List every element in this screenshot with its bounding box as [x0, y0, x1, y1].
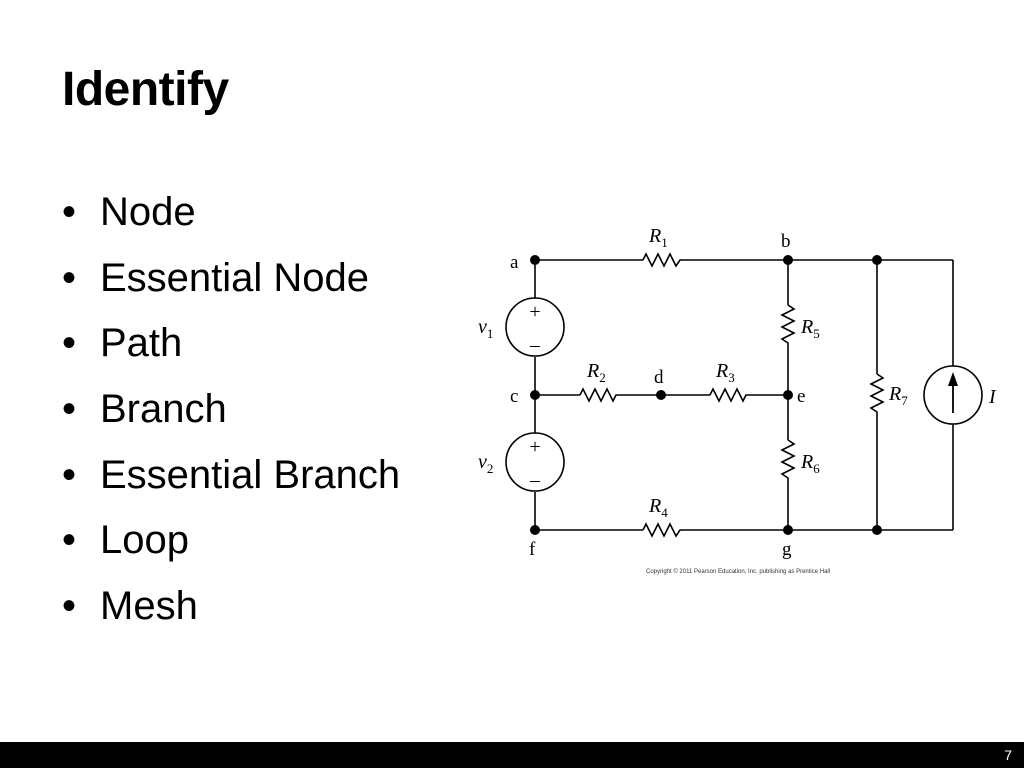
v1-base: v [478, 316, 487, 338]
node-label-a: a [510, 252, 519, 273]
bullet-text: Essential Branch [100, 452, 401, 497]
r1-base: R [648, 225, 661, 247]
node-label-e: e [797, 386, 805, 407]
footer-bar: 7 [0, 742, 1024, 768]
node-f-dot [530, 525, 540, 535]
v2-minus-sign: – [529, 469, 541, 491]
bullet-text: Path [100, 321, 183, 366]
bullet-text: Loop [100, 518, 189, 563]
r5-subscript: 5 [813, 326, 820, 341]
copyright-notice: Copyright © 2011 Pearson Education, Inc.… [646, 569, 831, 575]
node-label-c: c [510, 386, 518, 407]
bullet-dot: • [62, 452, 77, 497]
v1-plus-sign: + [529, 301, 540, 323]
bullet-list: • Node • Essential Node • Path • Branch • Ess… [62, 192, 400, 652]
label-r7: R7 [888, 383, 908, 408]
r6-subscript: 6 [813, 461, 820, 476]
r3-base: R [715, 360, 728, 382]
label-r1: R1 [648, 225, 668, 250]
bullet-item: • Loop [62, 520, 400, 586]
bullet-dot: • [62, 321, 77, 366]
bullet-text: Branch [100, 387, 227, 432]
bullet-item: • Path [62, 323, 400, 389]
resistor-r2-zigzag [579, 387, 618, 403]
bullet-text: Node [100, 190, 196, 234]
r7-subscript: 7 [901, 393, 908, 408]
label-r4: R4 [648, 495, 668, 520]
node-e-dot [783, 390, 793, 400]
circuit-diagram: + – + – a b c d e f g R1 R2 R3 R4 R5 R6 … [478, 225, 997, 560]
bullet-item: • Branch [62, 389, 400, 455]
label-current-i: I [988, 386, 997, 408]
v1-subscript: 1 [487, 326, 494, 341]
node-label-f: f [529, 539, 536, 560]
slide-title: Identify [62, 63, 229, 116]
label-r2: R2 [586, 360, 606, 385]
label-r6: R6 [800, 451, 820, 476]
junction-bottom-dot [872, 525, 882, 535]
bullet-text: Mesh [100, 584, 198, 629]
v2-plus-sign: + [529, 436, 540, 458]
node-c-dot [530, 390, 540, 400]
bullet-dot: • [62, 584, 77, 629]
current-arrow-head-icon [948, 372, 958, 386]
node-b-dot [783, 255, 793, 265]
resistor-r1-zigzag [642, 252, 683, 268]
v1-minus-sign: – [529, 334, 541, 356]
voltage-source-v2-circle [505, 432, 565, 492]
circuit-wires [534, 259, 954, 531]
r2-base: R [586, 360, 599, 382]
resistor-r4-zigzag [642, 522, 683, 538]
node-label-b: b [781, 231, 791, 252]
r4-base: R [648, 495, 661, 517]
page-number: 7 [1004, 747, 1012, 763]
resistor-r7-zigzag [869, 373, 885, 416]
v2-base: v [478, 451, 487, 473]
voltage-source-v1-circle [505, 297, 565, 357]
resistor-r5-zigzag [780, 304, 796, 347]
bullet-item: • Essential Node [62, 258, 400, 324]
label-v2: v2 [478, 451, 493, 476]
label-r3: R3 [715, 360, 735, 385]
node-label-g: g [782, 539, 792, 560]
r7-base: R [888, 383, 901, 405]
label-v1: v1 [478, 316, 493, 341]
label-r5: R5 [800, 316, 820, 341]
bullet-dot: • [62, 190, 77, 234]
r1-subscript: 1 [661, 235, 668, 250]
node-g-dot [783, 525, 793, 535]
node-d-dot [656, 390, 666, 400]
bullet-item: • Mesh [62, 586, 400, 652]
r5-base: R [800, 316, 813, 338]
r2-subscript: 2 [599, 370, 606, 385]
node-label-d: d [654, 367, 664, 388]
bullet-item: • Essential Branch [62, 455, 400, 521]
bullet-dot: • [62, 255, 77, 300]
bullet-dot: • [62, 387, 77, 432]
r6-base: R [800, 451, 813, 473]
bullet-text: Essential Node [100, 255, 370, 300]
r3-subscript: 3 [728, 370, 735, 385]
junction-top-dot [872, 255, 882, 265]
bullet-dot: • [62, 518, 77, 563]
r4-subscript: 4 [661, 505, 668, 520]
resistor-r6-zigzag [780, 439, 796, 482]
bullet-item: • Node [62, 192, 400, 258]
v2-subscript: 2 [487, 461, 494, 476]
node-a-dot [530, 255, 540, 265]
resistor-r3-zigzag [709, 387, 748, 403]
